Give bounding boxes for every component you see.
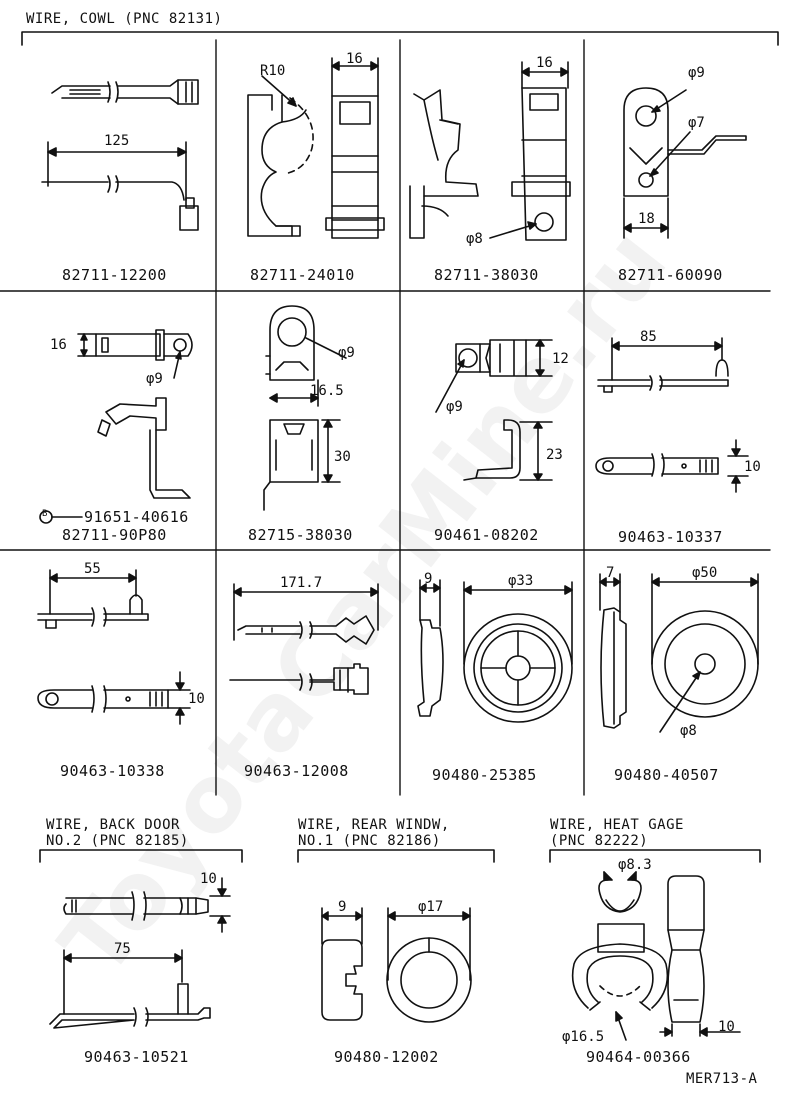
part-90480-25385-drawing [417, 579, 573, 723]
part-90480-12002-drawing [321, 907, 472, 1023]
part-number-90463-12008[interactable]: 90463-12008 [244, 762, 349, 780]
part-90480-40507-drawing [599, 573, 759, 733]
part-number-90464-00366[interactable]: 90464-00366 [586, 1048, 691, 1066]
part-number-90463-10521[interactable]: 90463-10521 [84, 1048, 189, 1066]
dim-phi8-3: φ8.3 [618, 857, 652, 873]
dim-12: 12 [552, 351, 569, 367]
part-number-82711-60090[interactable]: 82711-60090 [618, 266, 723, 284]
grid-lines [0, 39, 771, 796]
dim-16-c: 16 [50, 337, 67, 353]
dim-16-a: 16 [346, 51, 363, 67]
part-number-90463-10337[interactable]: 90463-10337 [618, 528, 723, 546]
part-number-91651-40616[interactable]: 91651-40616 [84, 508, 189, 526]
group-title-rear-window-line2: NO.1 (PNC 82186) [298, 833, 441, 849]
dim-55: 55 [84, 561, 101, 577]
part-number-90480-25385[interactable]: 90480-25385 [432, 766, 537, 784]
dim-phi17: φ17 [418, 899, 444, 915]
part-number-82711-12200[interactable]: 82711-12200 [62, 266, 167, 284]
dim-phi8-a: φ8 [466, 231, 483, 247]
group-title-back-door-line1: WIRE, BACK DOOR [46, 817, 180, 833]
back-door-group-bracket [39, 849, 243, 863]
dim-10-d: 10 [718, 1019, 735, 1035]
part-82711-12200-drawing [41, 79, 199, 231]
part-90463-10338-drawing [37, 569, 191, 725]
group-title-back-door-line2: NO.2 (PNC 82185) [46, 833, 189, 849]
dim-phi7: φ7 [688, 115, 705, 131]
dim-125: 125 [104, 133, 130, 149]
part-90463-10337-drawing [595, 337, 749, 493]
group-title-cowl: WIRE, COWL (PNC 82131) [26, 11, 223, 27]
part-number-82715-38030[interactable]: 82715-38030 [248, 526, 353, 544]
dim-7: 7 [606, 565, 615, 581]
part-90463-12008-drawing [229, 583, 379, 695]
dim-phi50: φ50 [692, 565, 718, 581]
dim-phi16-5: φ16.5 [562, 1029, 605, 1045]
dim-9-a: 9 [424, 571, 433, 587]
part-82711-38030-drawing [409, 61, 571, 241]
part-82711-90P80-drawing [39, 329, 193, 524]
dim-phi9-b: φ9 [146, 371, 163, 387]
dim-phi9-d: φ9 [446, 399, 463, 415]
dim-10-c: 10 [200, 871, 217, 887]
dim-phi33: φ33 [508, 573, 534, 589]
dim-171-7: 171.7 [280, 575, 323, 591]
ref-marker-b: B [42, 509, 48, 519]
part-82711-24010-drawing [247, 57, 385, 239]
dim-phi8-b: φ8 [680, 723, 697, 739]
part-90463-10521-drawing [49, 877, 231, 1029]
dim-10-a: 10 [744, 459, 761, 475]
part-90464-00366-drawing [571, 871, 741, 1041]
part-number-82711-24010[interactable]: 82711-24010 [250, 266, 355, 284]
group-title-rear-window-line1: WIRE, REAR WINDW, [298, 817, 450, 833]
dim-9-b: 9 [338, 899, 347, 915]
dim-75: 75 [114, 941, 131, 957]
part-number-90480-12002[interactable]: 90480-12002 [334, 1048, 439, 1066]
dim-18: 18 [638, 211, 655, 227]
part-number-82711-38030[interactable]: 82711-38030 [434, 266, 539, 284]
part-number-90480-40507[interactable]: 90480-40507 [614, 766, 719, 784]
cowl-group-bracket [21, 31, 779, 46]
part-82711-60090-drawing [623, 87, 747, 239]
heat-gage-group-bracket [549, 849, 761, 863]
group-title-heat-gage-line1: WIRE, HEAT GAGE [550, 817, 684, 833]
rear-window-group-bracket [297, 849, 495, 863]
dim-16-b: 16 [536, 55, 553, 71]
dim-16-5: 16.5 [310, 383, 344, 399]
group-title-heat-gage-line2: (PNC 82222) [550, 833, 649, 849]
part-number-90463-10338[interactable]: 90463-10338 [60, 762, 165, 780]
dim-r10: R10 [260, 63, 286, 79]
dim-85: 85 [640, 329, 657, 345]
figure-id: MER713-A [686, 1071, 758, 1087]
part-number-90461-08202[interactable]: 90461-08202 [434, 526, 539, 544]
dim-30: 30 [334, 449, 351, 465]
dim-23: 23 [546, 447, 563, 463]
part-number-82711-90P80[interactable]: 82711-90P80 [62, 526, 167, 544]
dim-phi9-c: φ9 [338, 345, 355, 361]
dim-10-b: 10 [188, 691, 205, 707]
part-90461-08202-drawing [435, 339, 553, 481]
part-82715-38030-drawing [263, 305, 347, 511]
dim-phi9-a: φ9 [688, 65, 705, 81]
